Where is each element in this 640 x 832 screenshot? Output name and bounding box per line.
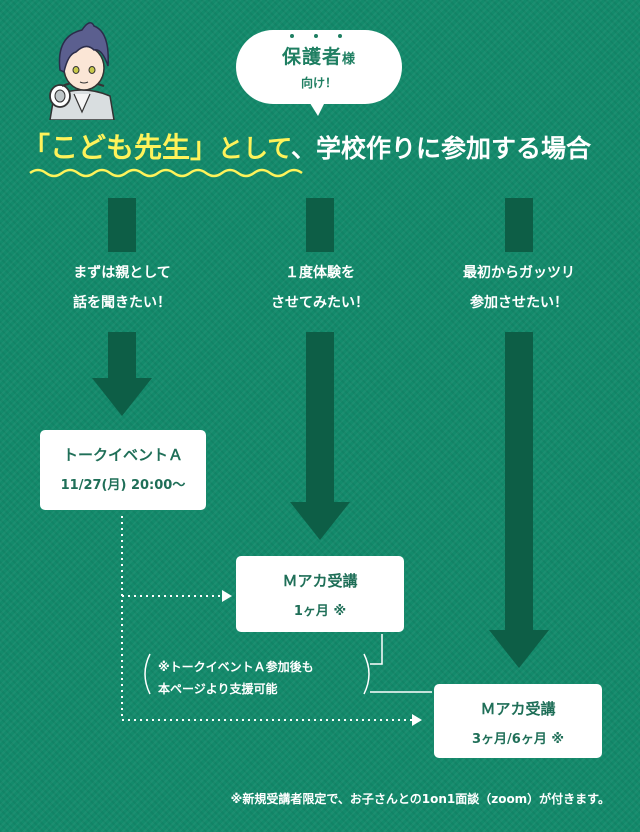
talk-event-datetime: 11/27(月) 20:00〜 [60,478,186,493]
support-note-line1: ※トークイベントＡ参加後も [158,660,314,674]
character-avatar [40,16,124,121]
bubble-main-text: 保護者様 [236,42,402,69]
macha-3-6month-detail: 3ヶ月/6ヶ月 ※ [471,732,564,747]
talk-event-title: トークイベントＡ [62,446,183,464]
column1-stem-top [108,198,136,252]
connector-arrowhead-1 [222,590,232,602]
column-label-1: まずは親として 話を聞きたい！ [22,258,222,318]
bubble-sub-label: 向け！ [300,76,337,90]
bubble-main-label: 保護者 [281,46,342,68]
column-label-2: １度体験を させてみたい！ [220,258,420,318]
column1-arrow [92,332,152,416]
headline-highlight: 「こども先生」 [22,131,219,164]
talk-event-box: トークイベントＡ 11/27(月) 20:00〜 [40,430,206,510]
column1-line1: まずは親として [73,265,171,281]
column-label-3: 最初からガッツリ 参加させたい！ [419,258,619,318]
column2-line1: １度体験を [285,265,355,281]
support-note-line2: 本ページより支援可能 [158,682,278,696]
column3-stem-top [505,198,533,252]
connector-arrowhead-2 [412,714,422,726]
column3-line2: 参加させたい！ [470,295,568,311]
footer-note: ※新規受講者限定で、お子さんとの1on1面談（zoom）が付きます。 [0,790,640,807]
column3-line1: 最初からガッツリ [463,265,575,281]
support-note: ※トークイベントＡ参加後も 本ページより支援可能 [158,656,368,700]
audience-bubble: 保護者様 向け！ [236,30,402,104]
macha-1month-box: Ｍアカ受講 1ヶ月 ※ [236,556,404,632]
headline-part2: 、学校作りに参加する場合 [291,134,592,163]
macha-1month-title: Ｍアカ受講 [282,572,358,590]
column3-arrow [489,332,549,668]
headline-part1: として [218,134,292,163]
page-title: 「こども先生」として、学校作りに参加する場合 [22,126,591,166]
macha-1month-detail: 1ヶ月 ※ [293,604,347,619]
footer-text: ※新規受講者限定で、お子さんとの1on1面談（zoom）が付きます。 [230,792,610,806]
column2-stem-top [306,198,334,252]
dotted-connectors [121,516,412,721]
column1-line2: 話を聞きたい！ [73,295,171,311]
note-bracket [144,634,432,695]
emphasis-dots [282,34,362,40]
bubble-suffix: 様 [342,52,357,67]
macha-3-6month-title: Ｍアカ受講 [480,700,556,718]
macha-3-6month-box: Ｍアカ受講 3ヶ月/6ヶ月 ※ [434,684,602,758]
column2-line2: させてみたい！ [271,295,369,311]
column2-arrow [290,332,350,540]
